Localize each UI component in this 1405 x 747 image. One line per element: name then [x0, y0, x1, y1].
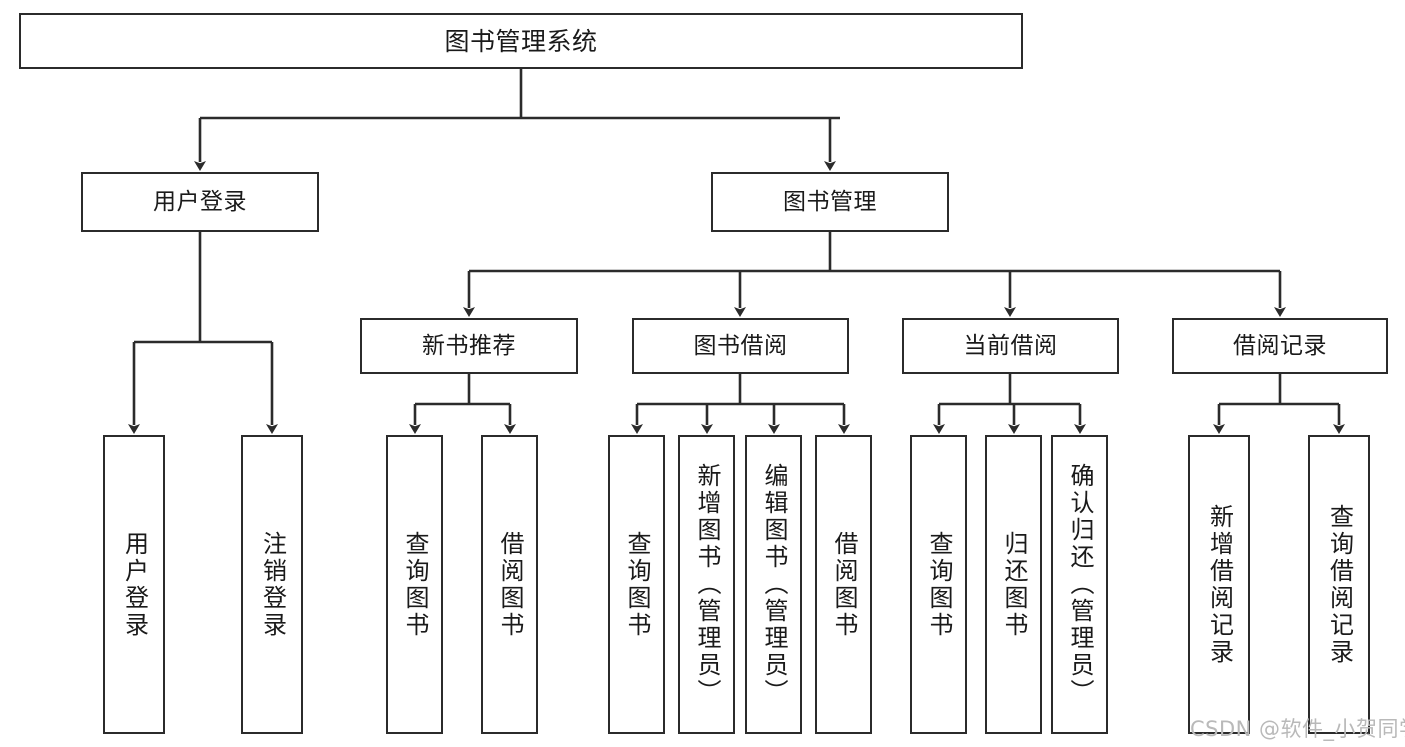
node-label: 查询图书 [400, 530, 429, 639]
node-label: 新书推荐 [422, 332, 516, 359]
node-label: 查询图书 [924, 530, 953, 639]
node-label: 用户登录 [153, 188, 247, 215]
node-level2-user-login[interactable]: 用户登录 [81, 172, 319, 232]
csdn-watermark: CSDN @软件_小贺同学 [1190, 717, 1405, 741]
node-label: 图书管理系统 [444, 26, 598, 56]
node-level3-borrow-record[interactable]: 借阅记录 [1172, 318, 1388, 374]
node-label: 查询图书 [622, 530, 651, 639]
node-label: 归还图书 [999, 530, 1028, 639]
node-label: 确认归还（管理员） [1065, 463, 1094, 706]
node-root[interactable]: 图书管理系统 [19, 13, 1023, 69]
node-label: 新增图书（管理员） [692, 463, 721, 706]
node-label: 借阅图书 [495, 530, 524, 639]
leaf-query-book-current[interactable]: 查询图书 [910, 435, 967, 734]
node-label: 用户登录 [120, 530, 149, 639]
leaf-query-book-recommend[interactable]: 查询图书 [386, 435, 443, 734]
leaf-borrow-book-recommend[interactable]: 借阅图书 [481, 435, 538, 734]
node-level3-book-borrow[interactable]: 图书借阅 [632, 318, 849, 374]
leaf-confirm-return-admin[interactable]: 确认归还（管理员） [1051, 435, 1108, 734]
leaf-query-book-borrow[interactable]: 查询图书 [608, 435, 665, 734]
leaf-add-borrow-record[interactable]: 新增借阅记录 [1188, 435, 1250, 734]
node-level3-new-book-recommend[interactable]: 新书推荐 [360, 318, 578, 374]
node-label: 借阅记录 [1233, 332, 1327, 359]
node-label: 查询借阅记录 [1325, 503, 1354, 666]
node-label: 借阅图书 [829, 530, 858, 639]
node-label: 新增借阅记录 [1205, 503, 1234, 666]
node-label: 图书管理 [783, 188, 877, 215]
node-label: 当前借阅 [963, 332, 1058, 359]
leaf-return-book[interactable]: 归还图书 [985, 435, 1042, 734]
leaf-borrow-book[interactable]: 借阅图书 [815, 435, 872, 734]
leaf-logout[interactable]: 注销登录 [241, 435, 303, 734]
node-label: 注销登录 [258, 530, 287, 639]
leaf-edit-book-admin[interactable]: 编辑图书（管理员） [745, 435, 802, 734]
node-label: 图书借阅 [693, 332, 788, 359]
node-label: 编辑图书（管理员） [759, 463, 788, 706]
node-level2-book-management[interactable]: 图书管理 [711, 172, 949, 232]
node-level3-current-borrow[interactable]: 当前借阅 [902, 318, 1119, 374]
leaf-add-book-admin[interactable]: 新增图书（管理员） [678, 435, 735, 734]
leaf-query-borrow-record[interactable]: 查询借阅记录 [1308, 435, 1370, 734]
leaf-user-login[interactable]: 用户登录 [103, 435, 165, 734]
